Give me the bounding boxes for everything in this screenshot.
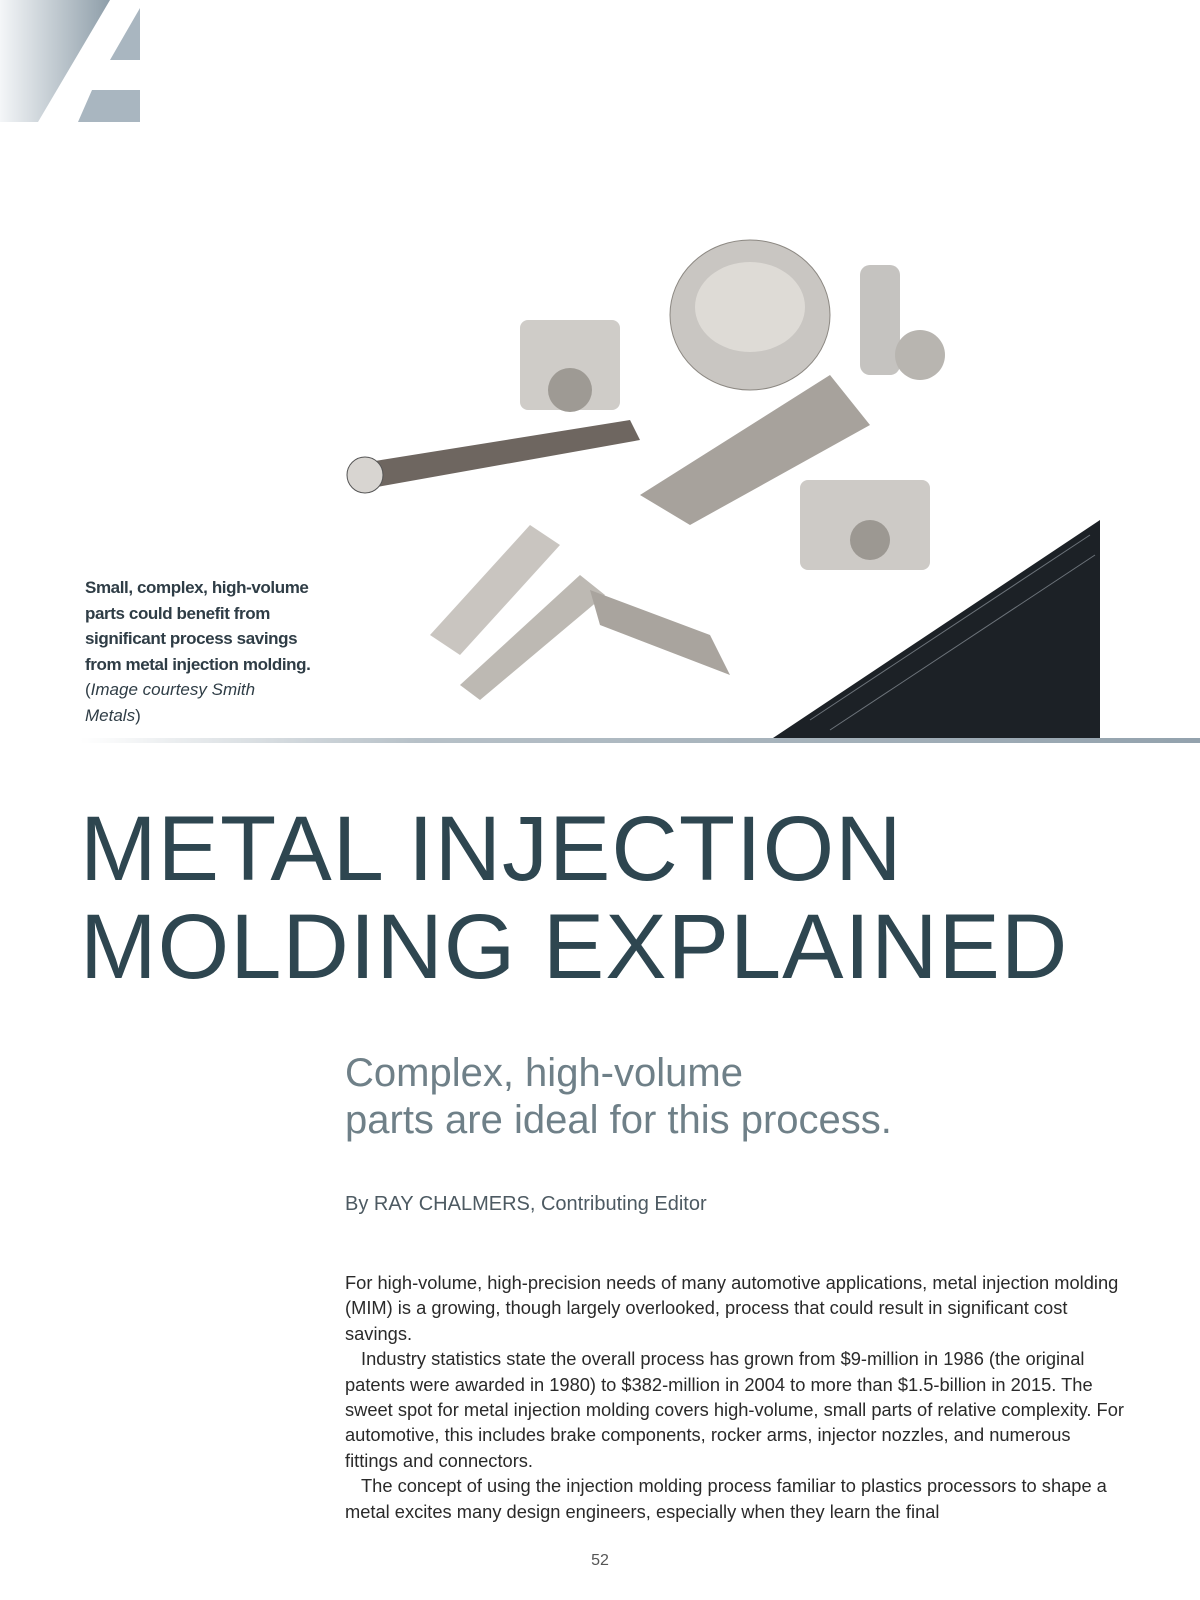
- image-credit: Image courtesy Smith Metals: [85, 680, 256, 725]
- caption-paren-open: (: [85, 680, 91, 699]
- article-title: METAL INJECTION MOLDING EXPLAINED: [80, 800, 1068, 996]
- paragraph: The concept of using the injection moldi…: [345, 1475, 1107, 1522]
- paragraph: Industry statistics state the overall pr…: [345, 1348, 1124, 1471]
- photo-caption: Small, complex, high-volume parts could …: [85, 575, 315, 728]
- deck-line-2: parts are ideal for this process.: [345, 1098, 892, 1142]
- deck-line-1: Complex, high-volume: [345, 1051, 743, 1095]
- title-line-2: MOLDING EXPLAINED: [80, 896, 1069, 998]
- caption-paren-close: ): [135, 705, 141, 725]
- caption-text: Small, complex, high-volume parts could …: [85, 578, 311, 674]
- page-number: 52: [591, 1552, 609, 1569]
- section-divider: [80, 738, 1200, 743]
- article-body: For high-volume, high-precision needs of…: [345, 1270, 1125, 1524]
- byline: By RAY CHALMERS, Contributing Editor: [345, 1193, 707, 1215]
- paragraph: For high-volume, high-precision needs of…: [345, 1272, 1119, 1344]
- mim-parts-photo: [346, 239, 1100, 740]
- article-deck: Complex, high-volume parts are ideal for…: [345, 1050, 892, 1144]
- magazine-logo: [0, 0, 140, 122]
- title-line-1: METAL INJECTION: [80, 798, 903, 900]
